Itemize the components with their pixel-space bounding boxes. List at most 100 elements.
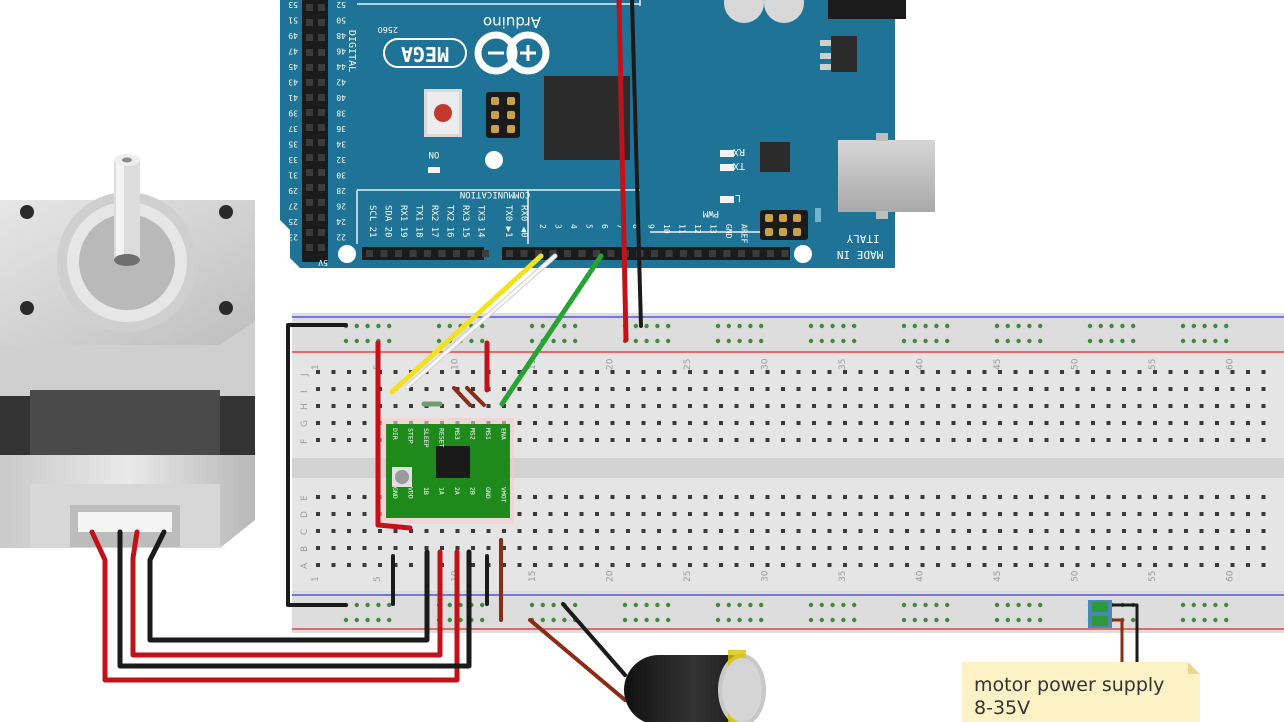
rail-hole[interactable] [551,602,556,608]
breadboard-hole[interactable] [905,404,909,408]
breadboard-hole[interactable] [1137,438,1142,442]
breadboard-hole[interactable] [796,563,801,567]
rail-hole[interactable] [644,323,649,329]
rail-hole[interactable] [715,602,721,608]
breadboard-hole[interactable] [548,529,553,533]
rail-hole[interactable] [726,602,731,608]
breadboard-hole[interactable] [703,387,708,391]
breadboard-hole[interactable] [858,370,863,374]
rail-hole[interactable] [1202,323,1207,329]
breadboard-hole[interactable] [982,495,987,499]
breadboard-hole[interactable] [1199,421,1204,425]
rail-hole[interactable] [1027,602,1032,608]
rail-hole[interactable] [912,602,917,608]
breadboard-hole[interactable] [641,404,646,408]
rail-hole[interactable] [540,602,545,608]
rail-hole[interactable] [387,602,392,608]
breadboard-hole[interactable] [1215,404,1219,408]
breadboard-hole[interactable] [595,421,599,425]
rail-hole[interactable] [923,323,928,329]
rail-hole[interactable] [354,338,359,344]
breadboard-hole[interactable] [564,421,568,425]
rail-hole[interactable] [376,602,381,608]
breadboard-hole[interactable] [1075,563,1080,567]
rail-hole[interactable] [830,323,835,329]
header-pin[interactable] [593,250,600,257]
breadboard-hole[interactable] [1044,512,1049,516]
breadboard-hole[interactable] [486,546,491,550]
breadboard-hole[interactable] [1246,512,1250,516]
breadboard-hole[interactable] [440,387,444,391]
breadboard-hole[interactable] [1013,563,1018,567]
breadboard-hole[interactable] [533,404,537,408]
breadboard-hole[interactable] [455,404,460,408]
breadboard-hole[interactable] [517,421,522,425]
breadboard-hole[interactable] [874,421,878,425]
breadboard-hole[interactable] [564,512,568,516]
breadboard-hole[interactable] [657,495,661,499]
breadboard-hole[interactable] [1060,421,1064,425]
breadboard-hole[interactable] [1106,387,1111,391]
breadboard-hole[interactable] [517,387,522,391]
breadboard-hole[interactable] [936,495,940,499]
breadboard-hole[interactable] [765,512,770,516]
breadboard-hole[interactable] [1246,387,1250,391]
breadboard-hole[interactable] [843,495,847,499]
breadboard-hole[interactable] [564,563,568,567]
breadboard-hole[interactable] [1215,529,1219,533]
breadboard-hole[interactable] [750,512,754,516]
breadboard-hole[interactable] [858,421,863,425]
rail-hole[interactable] [354,617,359,623]
rail-hole[interactable] [1038,602,1043,608]
breadboard-hole[interactable] [331,546,336,550]
rail-hole[interactable] [808,338,814,344]
rail-hole[interactable] [852,602,857,608]
breadboard-hole[interactable] [1215,370,1219,374]
breadboard-hole[interactable] [827,404,832,408]
breadboard-hole[interactable] [548,404,553,408]
header-pin[interactable] [318,49,325,56]
rail-hole[interactable] [923,338,928,344]
breadboard-hole[interactable] [1091,495,1095,499]
rail-hole[interactable] [1016,602,1021,608]
breadboard-hole[interactable] [1230,404,1235,408]
rail-hole[interactable] [748,617,753,623]
breadboard-hole[interactable] [1013,438,1018,442]
breadboard-hole[interactable] [967,387,971,391]
rail-hole[interactable] [737,602,742,608]
breadboard-hole[interactable] [1261,495,1266,499]
breadboard-hole[interactable] [812,495,816,499]
breadboard-hole[interactable] [672,404,677,408]
header-pin[interactable] [318,64,325,71]
breadboard-hole[interactable] [1184,438,1188,442]
breadboard-hole[interactable] [703,404,708,408]
breadboard-hole[interactable] [967,404,971,408]
breadboard-hole[interactable] [796,438,801,442]
breadboard-hole[interactable] [409,387,413,391]
rail-hole[interactable] [841,602,846,608]
breadboard-hole[interactable] [998,512,1002,516]
breadboard-hole[interactable] [393,370,398,374]
breadboard-hole[interactable] [610,512,615,516]
breadboard-hole[interactable] [1106,421,1111,425]
breadboard-hole[interactable] [347,529,351,533]
breadboard-hole[interactable] [951,546,956,550]
breadboard-hole[interactable] [982,438,987,442]
breadboard-hole[interactable] [502,529,506,533]
breadboard-hole[interactable] [951,387,956,391]
breadboard-hole[interactable] [316,546,320,550]
breadboard-hole[interactable] [1261,421,1266,425]
breadboard-hole[interactable] [1153,370,1157,374]
breadboard-hole[interactable] [765,495,770,499]
breadboard-hole[interactable] [827,438,832,442]
breadboard-hole[interactable] [781,421,785,425]
breadboard-hole[interactable] [765,563,770,567]
breadboard-hole[interactable] [579,563,584,567]
breadboard-hole[interactable] [781,512,785,516]
breadboard-hole[interactable] [936,529,940,533]
breadboard-hole[interactable] [1044,495,1049,499]
header-pin[interactable] [318,34,325,41]
rail-hole[interactable] [655,323,660,329]
rail-hole[interactable] [1202,617,1207,623]
breadboard-hole[interactable] [1122,370,1126,374]
